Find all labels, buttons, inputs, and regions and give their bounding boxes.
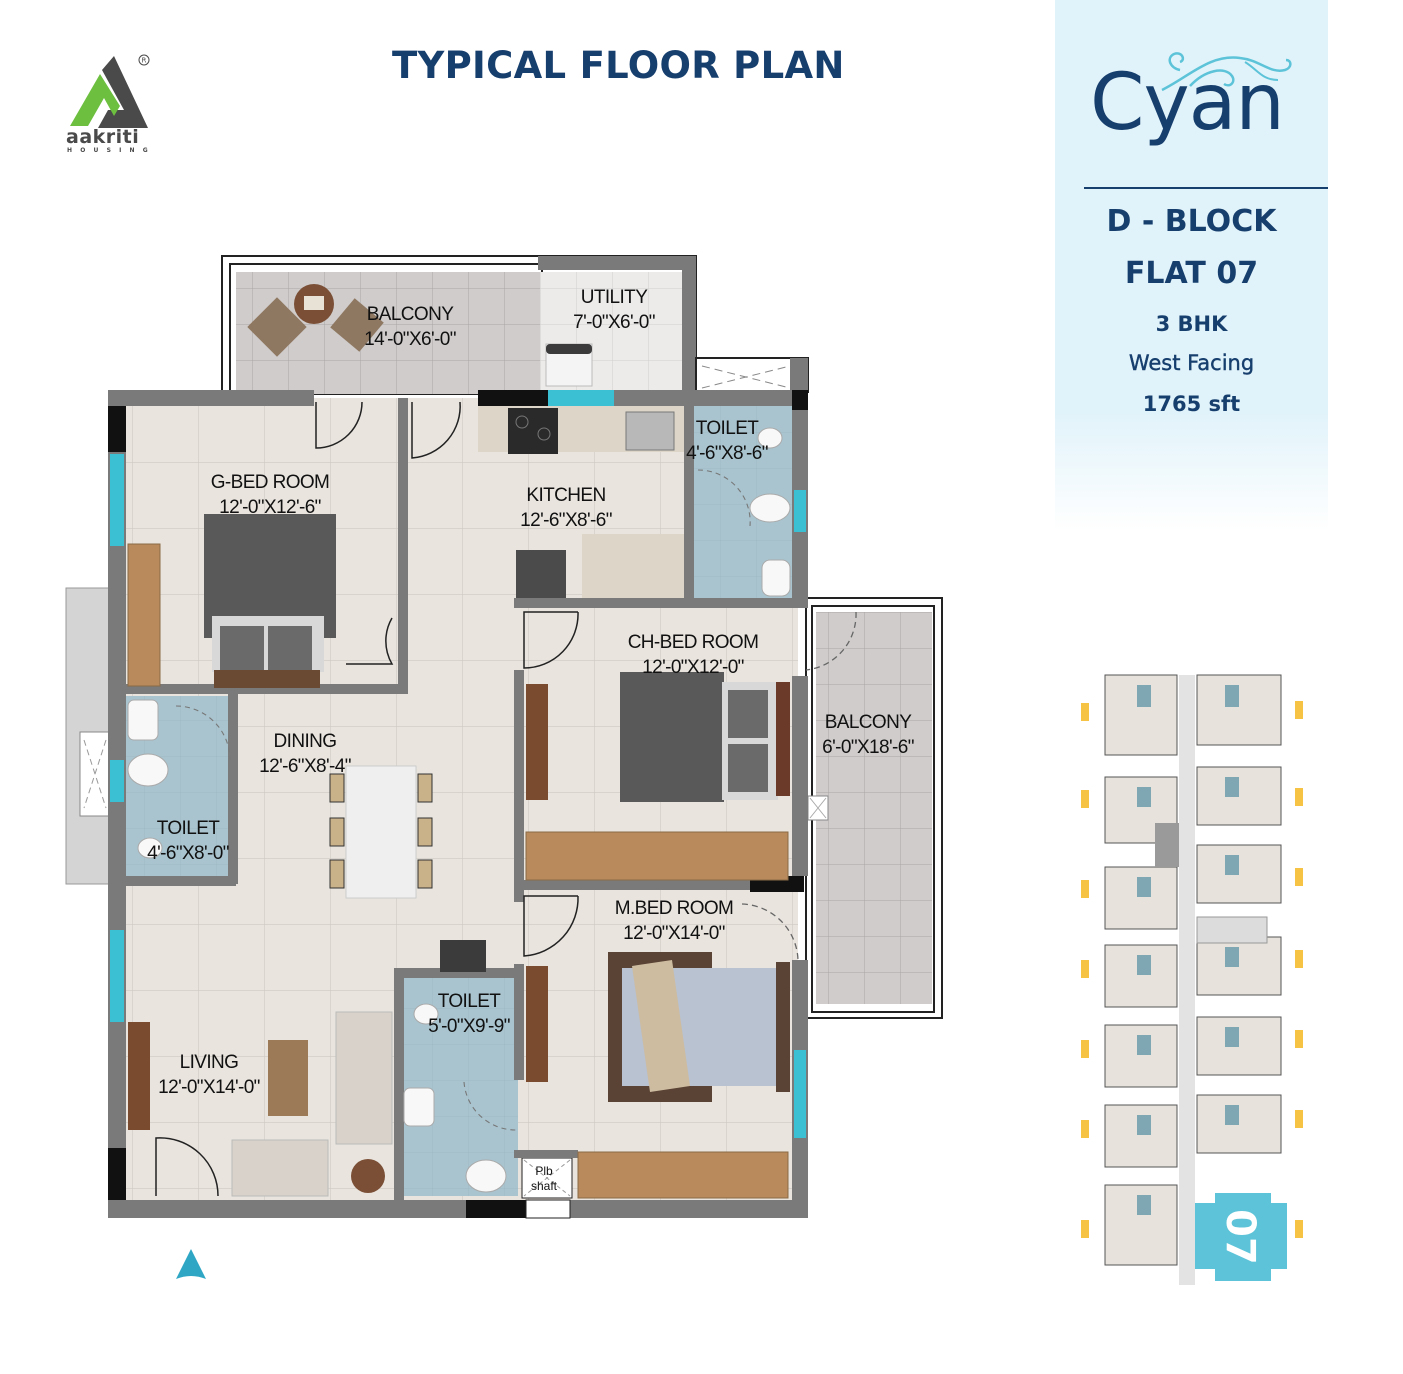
room-name-toilet-1: TOILET bbox=[696, 418, 760, 439]
room-name-m-bedroom: M.BED ROOM bbox=[615, 898, 734, 919]
room-name-ch-bedroom: CH-BED ROOM bbox=[628, 632, 759, 653]
key-plan: 07 bbox=[1081, 674, 1303, 1285]
room-name-living: LIVING bbox=[180, 1052, 239, 1073]
north-arrow-icon bbox=[176, 1249, 206, 1279]
facing-label: West Facing bbox=[1128, 351, 1255, 375]
room-size-balcony-top: 14'-0"X6'-0" bbox=[364, 329, 456, 350]
room-size-toilet-1: 4'-6"X8'-6" bbox=[686, 443, 768, 464]
bhk-label: 3 BHK bbox=[1155, 312, 1228, 336]
room-name-dining: DINING bbox=[274, 731, 337, 752]
room-size-kitchen: 12'-6"X8'-6" bbox=[520, 510, 612, 531]
room-size-ch-bedroom: 12'-0"X12'-0" bbox=[642, 657, 744, 678]
logo-subtitle: HOUSING bbox=[67, 147, 156, 154]
brand-name: Cyan bbox=[1090, 58, 1285, 148]
info-panel bbox=[1055, 0, 1328, 530]
highlighted-unit-07 bbox=[1195, 1193, 1287, 1281]
room-size-utility: 7'-0"X6'-0" bbox=[573, 312, 655, 333]
swirl-ornament-icon bbox=[1161, 52, 1292, 92]
room-size-m-bedroom: 12'-0"X14'-0" bbox=[623, 923, 725, 944]
room-size-plb-shaft: shaft bbox=[531, 1179, 558, 1193]
room-name-utility: UTILITY bbox=[581, 287, 648, 308]
room-size-living: 12'-0"X14'-0" bbox=[158, 1077, 260, 1098]
flat-label: FLAT 07 bbox=[1124, 256, 1259, 291]
panel-divider bbox=[1084, 187, 1328, 189]
room-size-g-bedroom: 12'-0"X12'-6" bbox=[219, 497, 321, 518]
room-name-plb-shaft: Plb bbox=[535, 1164, 553, 1178]
block-label: D - BLOCK bbox=[1106, 204, 1277, 239]
room-name-balcony-right: BALCONY bbox=[825, 712, 913, 733]
room-name-toilet-3: TOILET bbox=[438, 991, 502, 1012]
room-name-kitchen: KITCHEN bbox=[526, 485, 605, 506]
logo-wordmark: aakriti bbox=[66, 126, 140, 148]
room-size-toilet-3: 5'-0"X9'-9" bbox=[428, 1016, 510, 1037]
room-size-dining: 12'-6"X8'-4" bbox=[259, 756, 351, 777]
room-name-g-bedroom: G-BED ROOM bbox=[211, 472, 330, 493]
page-title: TYPICAL FLOOR PLAN bbox=[392, 44, 845, 87]
room-size-balcony-right: 6'-0"X18'-6" bbox=[822, 737, 914, 758]
room-name-balcony-top: BALCONY bbox=[367, 304, 455, 325]
room-name-toilet-2: TOILET bbox=[157, 818, 221, 839]
highlighted-unit-label: 07 bbox=[1217, 1209, 1263, 1265]
area-label: 1765 sft bbox=[1142, 392, 1241, 416]
aakriti-logo-icon: R bbox=[70, 54, 150, 128]
svg-text:R: R bbox=[142, 57, 147, 65]
room-size-toilet-2: 4'-6"X8'-0" bbox=[147, 843, 229, 864]
